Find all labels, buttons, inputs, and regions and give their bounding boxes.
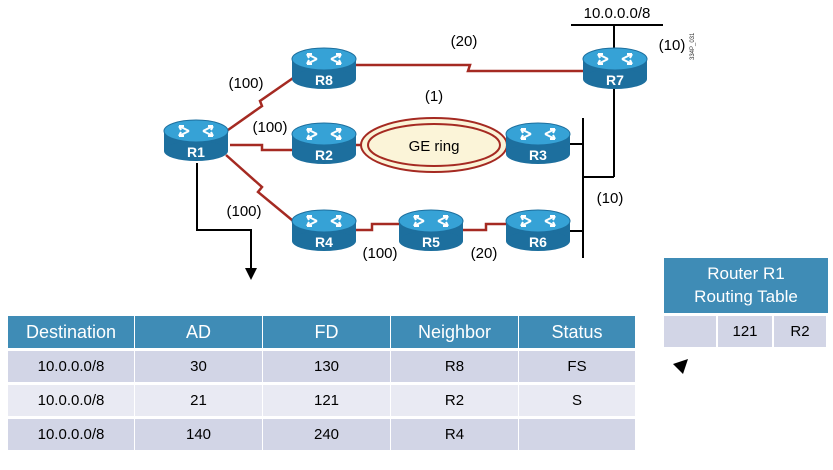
arrow-down-icon <box>245 268 257 280</box>
link-r1-r8 <box>227 74 297 132</box>
metric-r5-r6: (20) <box>471 245 498 262</box>
table-row: 10.0.0.0/8 30 130 R8 FS <box>8 348 636 382</box>
network-label: 10.0.0.0/8 <box>584 5 651 22</box>
cell-fd: 130 <box>263 348 391 382</box>
r1-output-line <box>196 163 252 268</box>
link-r1-r4 <box>225 154 299 226</box>
col-ad: AD <box>135 316 263 348</box>
routing-cell-destination <box>664 316 718 347</box>
cell-ad: 30 <box>135 348 263 382</box>
metric-lan: (10) <box>597 190 624 207</box>
routing-table-title: Router R1 Routing Table <box>664 258 828 313</box>
router-r2-label: R2 <box>315 147 333 163</box>
routing-table: Router R1 Routing Table 121 R2 <box>664 258 828 347</box>
table-header-row: Destination AD FD Neighbor Status <box>8 316 636 348</box>
cell-ad: 21 <box>135 382 263 416</box>
cell-fd: 121 <box>263 382 391 416</box>
col-status: Status <box>519 316 636 348</box>
cell-destination: 10.0.0.0/8 <box>8 416 135 450</box>
cell-destination: 10.0.0.0/8 <box>8 348 135 382</box>
col-fd: FD <box>263 316 391 348</box>
routing-cell-next-hop: R2 <box>774 316 826 347</box>
table-row: 10.0.0.0/8 140 240 R4 <box>8 416 636 450</box>
metric-r1-r4: (100) <box>226 203 261 220</box>
figure-code: 334P_031 <box>690 32 696 60</box>
cell-status: FS <box>519 348 636 382</box>
cell-ad: 140 <box>135 416 263 450</box>
router-r1-label: R1 <box>187 144 205 160</box>
link-r8-r7 <box>352 63 590 73</box>
metric-r8-r7: (20) <box>451 33 478 50</box>
cell-neighbor: R2 <box>391 382 519 416</box>
cell-neighbor: R8 <box>391 348 519 382</box>
cell-status: S <box>519 382 636 416</box>
router-r3-label: R3 <box>529 147 547 163</box>
cell-neighbor: R4 <box>391 416 519 450</box>
routing-cell-metric: 121 <box>718 316 774 347</box>
metric-r4-r5: (100) <box>362 245 397 262</box>
metric-r7-net: (10) <box>659 37 686 54</box>
metric-ring: (1) <box>425 88 443 105</box>
router-r6-label: R6 <box>529 234 547 250</box>
cell-status <box>519 416 636 450</box>
topology-table: Destination AD FD Neighbor Status 10.0.0… <box>8 316 636 450</box>
network-diagram: GE ring R1 R2 R3 R4 R5 R6 R7 R8 10.0.0.0… <box>163 5 696 280</box>
col-destination: Destination <box>8 316 135 348</box>
routing-table-row: 121 R2 <box>664 316 828 347</box>
ring-label: GE ring <box>409 138 460 155</box>
col-neighbor: Neighbor <box>391 316 519 348</box>
link-r5-r6 <box>462 222 508 232</box>
router-r5-label: R5 <box>422 234 440 250</box>
routing-table-title-line2: Routing Table <box>694 287 798 306</box>
routing-table-title-line1: Router R1 <box>707 264 785 283</box>
cell-destination: 10.0.0.0/8 <box>8 382 135 416</box>
ge-ring-inner <box>367 123 501 167</box>
cell-fd: 240 <box>263 416 391 450</box>
router-r8-label: R8 <box>315 72 333 88</box>
router-r4-label: R4 <box>315 234 333 250</box>
link-r1-r2 <box>230 143 296 152</box>
table-row: 10.0.0.0/8 21 121 R2 S <box>8 382 636 416</box>
metric-r1-r8: (100) <box>228 75 263 92</box>
router-r7-label: R7 <box>606 72 624 88</box>
metric-r1-r2: (100) <box>252 119 287 136</box>
link-r4-r5 <box>355 222 400 232</box>
